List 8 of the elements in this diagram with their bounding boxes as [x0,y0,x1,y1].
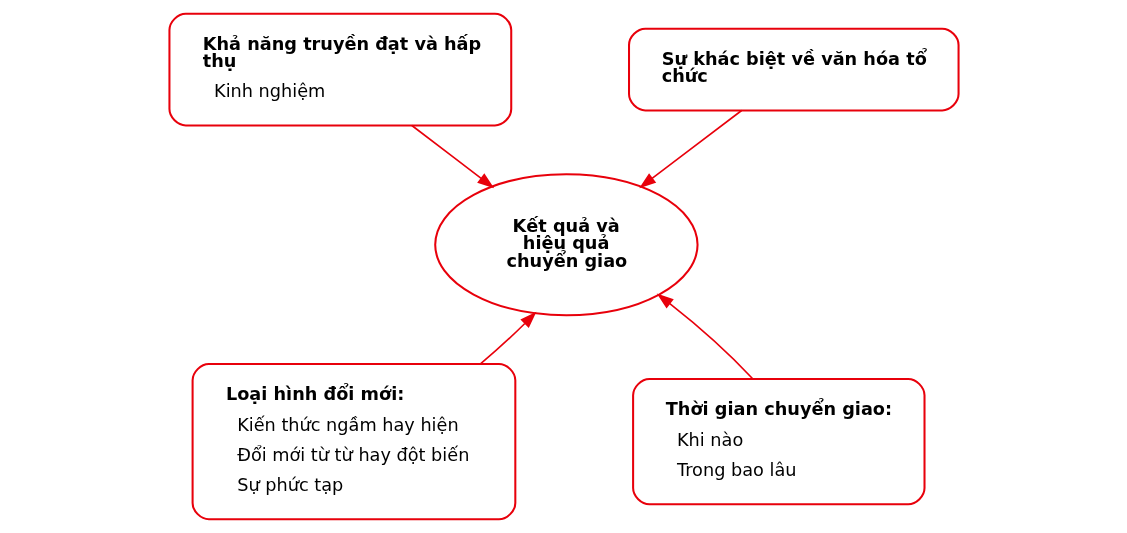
node-box: Thời gian chuyển giao: Khi nào Trong bao lâu [631,378,926,506]
arrow [410,124,494,189]
arrow [479,311,536,365]
node-box: Loại hình đổi mới: Kiến thức ngầm hay hiện Đổi mới từ từ hay đột biến Sự phức tạp [191,363,516,521]
arrow [638,109,742,189]
arrow [656,293,753,380]
node-box: Khả năng truyền đạt và hấp thụ Kinh nghiệm [167,12,512,127]
node-box: Sự khác biệt về văn hóa tổ chức [627,27,960,112]
